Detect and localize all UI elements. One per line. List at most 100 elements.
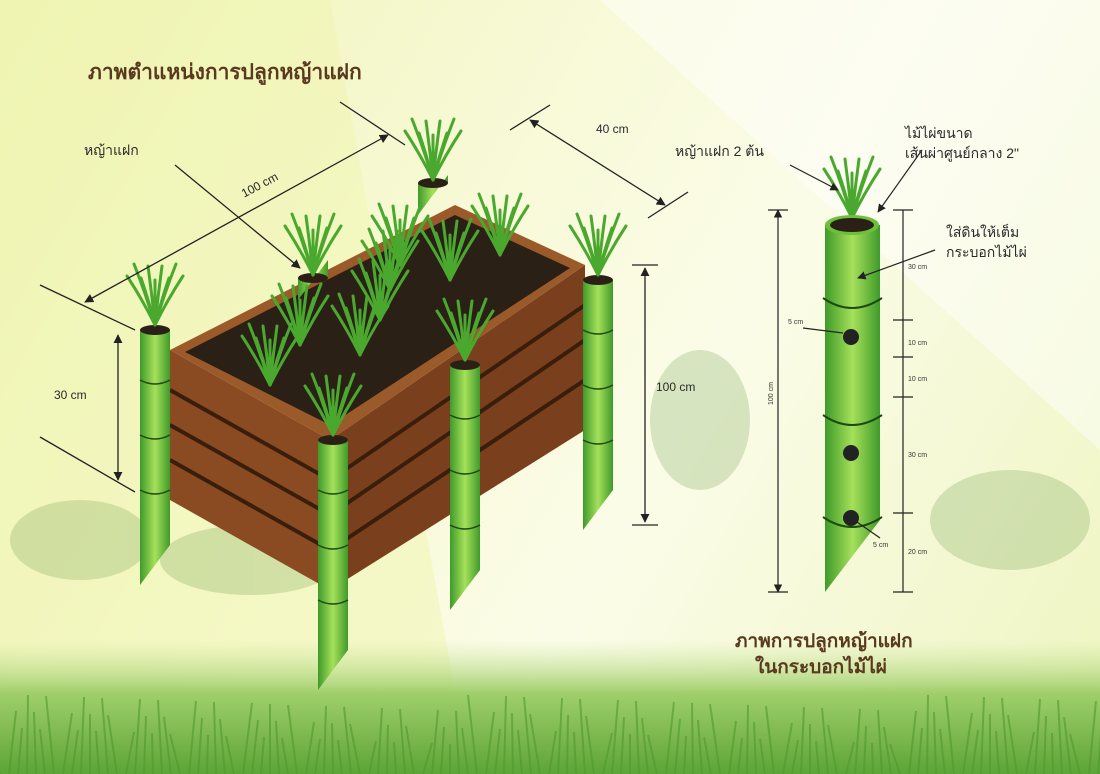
- pole-node: [449, 469, 481, 475]
- grass-blade: [523, 696, 532, 774]
- grass-blade: [529, 713, 541, 774]
- grass-blade: [1007, 714, 1018, 774]
- grass-blade: [511, 712, 514, 774]
- grass-blade: [455, 710, 460, 774]
- grass-blade: [871, 742, 874, 774]
- grass-blade: [971, 729, 979, 774]
- grass-blade: [26, 694, 29, 774]
- segment-4: 30 cm: [908, 452, 928, 459]
- grass-blade: [1097, 731, 1100, 774]
- bamboo-pole: [583, 280, 613, 530]
- pole-opening: [450, 360, 480, 370]
- grass-blade: [821, 707, 829, 774]
- grass-blade: [386, 724, 389, 774]
- grass-blade: [548, 730, 557, 774]
- grass-blade: [1063, 716, 1072, 774]
- grass-leaf: [596, 224, 628, 277]
- grass-blade: [485, 711, 495, 774]
- grass-blade: [620, 716, 625, 774]
- grass-blade: [933, 711, 937, 774]
- vetiver-clump: [822, 155, 882, 220]
- pole-node: [582, 329, 614, 335]
- grass-blade: [62, 712, 73, 774]
- grass-blade: [39, 728, 46, 774]
- pole-node: [449, 524, 481, 530]
- grass-blade: [393, 741, 397, 774]
- grass-blade: [461, 727, 469, 774]
- grass-blade: [759, 738, 766, 774]
- grass-blade: [611, 699, 619, 774]
- segment-2: 10 cm: [908, 340, 928, 347]
- grass-blade: [281, 737, 289, 774]
- grass-blade: [405, 725, 415, 774]
- grass-blade: [602, 732, 613, 774]
- grass-blade: [908, 710, 917, 774]
- grass-blade: [33, 711, 37, 774]
- grass-blade: [467, 694, 478, 774]
- grass-leaf: [431, 129, 463, 182]
- grass-blade: [17, 727, 23, 774]
- bamboo-pole-detail: [822, 215, 883, 592]
- grass-blade: [431, 709, 439, 774]
- bamboo-label-1: ไม้ไผ่ขนาด: [905, 125, 973, 141]
- pole-node: [139, 489, 171, 495]
- grass-leaf: [268, 334, 300, 387]
- grass-blade: [343, 706, 352, 774]
- width-dimension: 40 cm: [596, 122, 629, 136]
- grass-blade: [368, 740, 377, 774]
- grass-blade: [151, 732, 154, 774]
- grass-blade: [1043, 715, 1047, 774]
- grass-blade: [251, 719, 259, 774]
- grass-blade: [641, 717, 649, 774]
- right-title-1: ภาพการปลูกหญ้าแฝก: [735, 630, 913, 652]
- grass-blade: [854, 708, 861, 774]
- grass-blade: [163, 716, 172, 774]
- grass-blade: [71, 729, 79, 774]
- grass-blade: [305, 721, 315, 774]
- soil-label-2: กระบอกไม้ไผ่: [946, 244, 1027, 260]
- grass-blade: [691, 702, 694, 774]
- grass-blade: [746, 704, 749, 774]
- grass-blade: [80, 696, 85, 774]
- grass-blade: [889, 743, 901, 774]
- pole-opening: [418, 178, 448, 188]
- grass-blade: [1001, 697, 1009, 774]
- grass-blade: [926, 694, 929, 774]
- grass-blade: [143, 715, 147, 774]
- grass-leaf: [331, 384, 363, 437]
- grass-blade: [188, 700, 197, 774]
- grass-blade: [939, 728, 946, 774]
- vetiver-clump: [240, 322, 300, 387]
- grass-ground: [0, 640, 1100, 774]
- right-title-2: ในกระบอกไม้ไผ่: [755, 656, 887, 678]
- hole: [843, 445, 859, 461]
- grass-blade: [349, 723, 361, 774]
- grass-blade: [275, 720, 280, 774]
- pole-opening: [140, 325, 170, 335]
- segment-1: 30 cm: [908, 264, 928, 271]
- grass-blade: [323, 705, 327, 774]
- grass-blade: [125, 731, 135, 774]
- grass-blade: [1034, 698, 1041, 774]
- grass-blade: [8, 710, 17, 774]
- grass-blade: [45, 695, 55, 774]
- soil-label-1: ใส่ดินให้เต็ม: [946, 224, 1020, 240]
- grass-blade: [945, 695, 955, 774]
- grass-blade: [95, 730, 100, 774]
- grass-leaf: [378, 269, 410, 322]
- pole-node: [582, 439, 614, 445]
- grass-blade: [827, 724, 838, 774]
- grass-blade: [260, 736, 265, 774]
- grass-blade: [573, 731, 577, 774]
- pole-node: [317, 489, 349, 495]
- grass-blade: [800, 706, 805, 774]
- grass-blade: [377, 707, 383, 774]
- grass-blade: [791, 739, 799, 774]
- grass-label: หญ้าแฝก: [84, 142, 139, 158]
- grass-blade: [877, 709, 883, 774]
- grass-blade: [665, 701, 675, 774]
- grass-blade: [337, 739, 343, 774]
- grass-blade: [703, 736, 712, 774]
- grass-blade: [883, 726, 892, 774]
